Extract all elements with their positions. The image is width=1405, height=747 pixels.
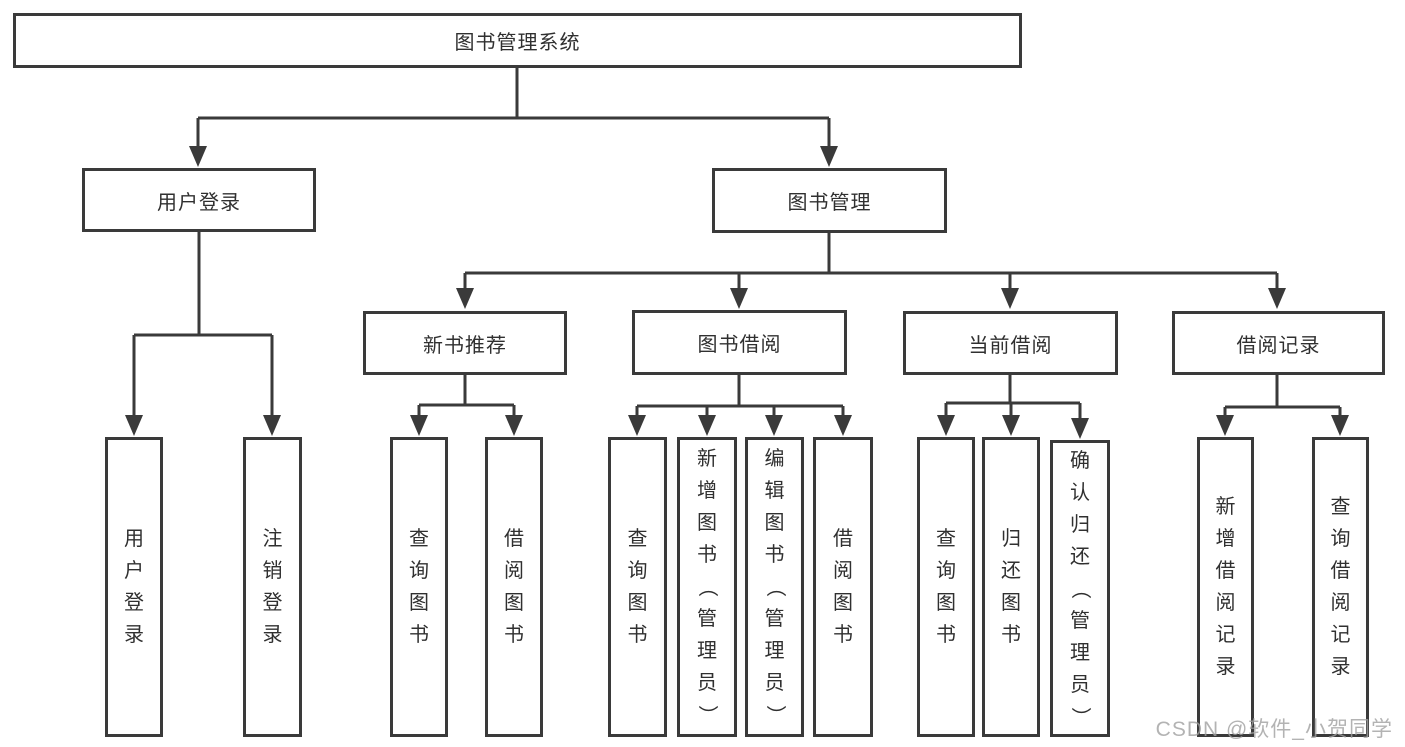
node-book-borrow: 图书借阅: [632, 310, 847, 375]
arrow-down-icon: [1071, 418, 1089, 439]
arrow-down-icon: [1001, 288, 1019, 309]
arrow-down-icon: [834, 415, 852, 436]
arrow-down-icon: [698, 415, 716, 436]
arrow-down-icon: [820, 146, 838, 167]
node-borrow-record: 借阅记录: [1172, 311, 1385, 375]
leaf-borrow-add-book-admin: 新增图书（管理员）: [677, 437, 737, 737]
node-new-book-recommend: 新书推荐: [363, 311, 567, 375]
arrow-down-icon: [1331, 415, 1349, 436]
leaf-logout: 注销登录: [243, 437, 302, 737]
leaf-current-confirm-return-admin: 确认归还（管理员）: [1050, 440, 1110, 737]
leaf-borrow-borrow-book: 借阅图书: [813, 437, 873, 737]
leaf-recommend-borrow-book: 借阅图书: [485, 437, 543, 737]
arrow-down-icon: [1002, 415, 1020, 436]
node-current-borrow: 当前借阅: [903, 311, 1118, 375]
leaf-user-login: 用户登录: [105, 437, 163, 737]
arrow-down-icon: [189, 146, 207, 167]
csdn-watermark: CSDN @软件_小贺同学: [1155, 718, 1393, 741]
leaf-recommend-query-book: 查询图书: [390, 437, 448, 737]
arrow-down-icon: [1268, 288, 1286, 309]
connector-path: [132, 68, 1342, 419]
arrow-down-icon: [765, 415, 783, 436]
leaf-record-add-borrow-record: 新增借阅记录: [1197, 437, 1254, 737]
leaf-current-return-book: 归还图书: [982, 437, 1040, 737]
arrow-down-icon: [410, 415, 428, 436]
node-root: 图书管理系统: [13, 13, 1022, 68]
leaf-borrow-query-book: 查询图书: [608, 437, 667, 737]
leaf-current-query-book: 查询图书: [917, 437, 975, 737]
arrow-down-icon: [937, 415, 955, 436]
arrowheads: [125, 146, 1349, 439]
leaf-record-query-borrow-record: 查询借阅记录: [1312, 437, 1369, 737]
node-book-management: 图书管理: [712, 168, 947, 233]
arrow-down-icon: [505, 415, 523, 436]
arrow-down-icon: [628, 415, 646, 436]
arrow-down-icon: [730, 288, 748, 309]
leaf-borrow-edit-book-admin: 编辑图书（管理员）: [745, 437, 804, 737]
arrow-down-icon: [456, 288, 474, 309]
node-user-login: 用户登录: [82, 168, 316, 232]
arrow-down-icon: [1216, 415, 1234, 436]
arrow-down-icon: [125, 415, 143, 436]
arrow-down-icon: [263, 415, 281, 436]
